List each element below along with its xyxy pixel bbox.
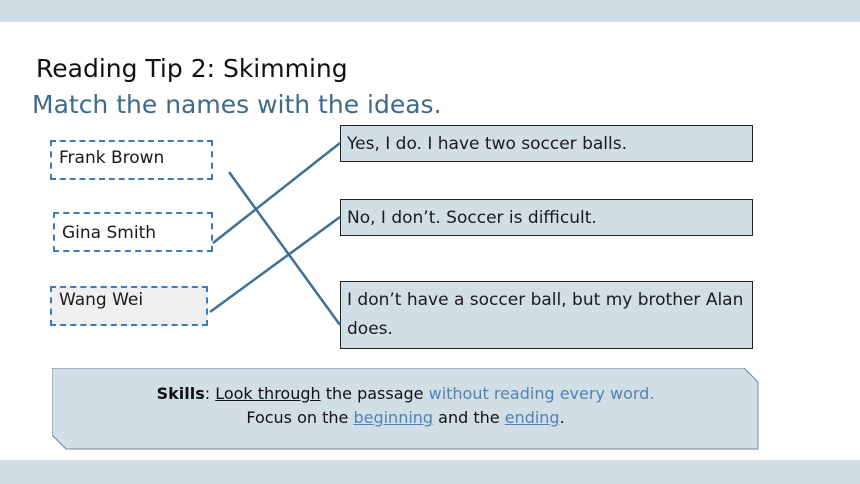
focus-prefix: Focus on the	[246, 408, 354, 427]
period-text: .	[559, 408, 565, 427]
idea-box-soccer-difficult[interactable]: No, I don’t. Soccer is difficult.	[340, 199, 753, 236]
skills-line-2: Focus on the beginning and the ending.	[52, 406, 759, 430]
match-line-wang-wei	[209, 215, 341, 314]
skills-box	[52, 368, 759, 450]
skills-line-1: Skills: Look through the passage without…	[52, 382, 759, 406]
idea-box-brother-alan[interactable]: I don’t have a soccer ball, but my broth…	[340, 281, 753, 349]
skills-label: Skills	[156, 384, 205, 403]
skills-colon: :	[204, 384, 216, 403]
ending-link[interactable]: ending	[504, 408, 560, 427]
beginning-link[interactable]: beginning	[353, 408, 434, 427]
look-through-phrase: Look through	[215, 384, 321, 403]
name-box-wang-wei[interactable]: Wang Wei	[50, 286, 208, 326]
top-band	[0, 0, 860, 22]
name-box-frank-brown[interactable]: Frank Brown	[50, 140, 213, 180]
name-box-gina-smith[interactable]: Gina Smith	[53, 212, 213, 252]
match-line-gina-smith	[212, 142, 341, 244]
without-reading-phrase: without reading every word.	[428, 384, 655, 403]
slide-title: Reading Tip 2: Skimming	[36, 54, 348, 83]
match-line-frank-brown	[227, 171, 342, 326]
the-passage-text: the passage	[320, 384, 429, 403]
idea-box-two-soccer-balls[interactable]: Yes, I do. I have two soccer balls.	[340, 125, 753, 162]
skills-text: Skills: Look through the passage without…	[52, 382, 759, 430]
and-the-text: and the	[433, 408, 505, 427]
slide-subtitle: Match the names with the ideas.	[32, 90, 442, 119]
bottom-band	[0, 460, 860, 484]
